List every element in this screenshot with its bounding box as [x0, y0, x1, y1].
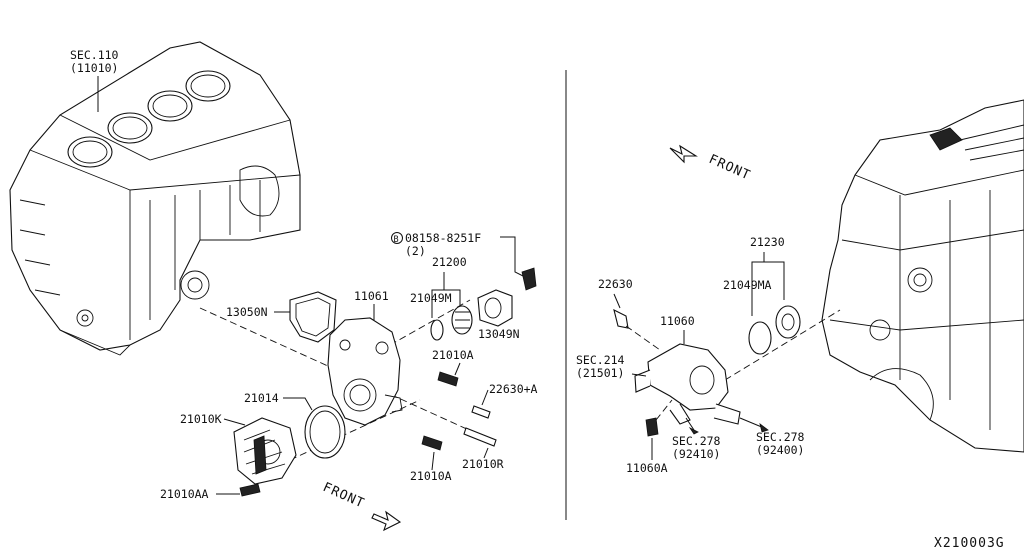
label-13049n: 13049N	[478, 327, 520, 341]
label-21010aa: 21010AA	[160, 487, 209, 501]
label-sec214-ref: (21501)	[576, 366, 624, 380]
bolt-21010a-top	[437, 371, 459, 387]
housing-11060	[634, 343, 741, 425]
sec110-ref-label: (11010)	[70, 61, 118, 75]
label-11060a: 11060A	[626, 461, 668, 475]
housing-11061	[327, 317, 403, 426]
front-arrow-icon	[371, 510, 402, 532]
label-bolt-code: 08158-8251F	[405, 231, 481, 245]
engine-block-drawing	[9, 41, 301, 356]
bolt-08158	[521, 267, 537, 291]
label-sec278a-ref: (92410)	[672, 447, 720, 461]
front-label-left: FRONT	[320, 480, 366, 512]
diagram-code: X210003G	[934, 536, 1005, 551]
label-21200: 21200	[432, 255, 467, 269]
sensor-22630a	[471, 405, 491, 419]
label-sec278b-ref: (92400)	[756, 443, 804, 457]
front-label-right: FRONT	[706, 152, 752, 184]
label-22630: 22630	[598, 277, 633, 291]
front-arrow-icon-right	[669, 144, 698, 164]
bolt-21010aa	[239, 483, 261, 497]
sec110-label: SEC.110	[70, 48, 119, 62]
assembly-line-thermostat	[389, 299, 471, 346]
thermostat-21200	[451, 305, 473, 335]
label-21010k: 21010K	[180, 412, 222, 426]
label-bolt-qty: (2)	[405, 244, 426, 258]
label-21230: 21230	[750, 235, 785, 249]
bolt-11060a	[645, 417, 659, 437]
assembly-line-right	[724, 309, 841, 381]
engine-assembly-drawing	[821, 99, 1024, 453]
label-22630a: 22630+A	[489, 382, 538, 396]
sensor-22630	[613, 308, 629, 329]
assembly-line-main	[199, 307, 481, 436]
label-13050n: 13050N	[226, 305, 268, 319]
label-sec278b: SEC.278	[756, 430, 805, 444]
label-11060: 11060	[660, 314, 695, 328]
oring-21049m	[430, 319, 444, 341]
thermostat-21230	[775, 305, 801, 339]
label-21010a-bottom: 21010A	[410, 469, 452, 483]
label-21010r: 21010R	[462, 457, 504, 471]
bolt-21010r	[463, 427, 497, 447]
cover-13049n	[477, 289, 513, 327]
label-21049ma: 21049MA	[723, 278, 772, 292]
label-sec214: SEC.214	[576, 353, 625, 367]
label-11061: 11061	[354, 289, 389, 303]
label-21014: 21014	[244, 391, 279, 405]
gasket-21014	[304, 405, 346, 459]
label-sec278a: SEC.278	[672, 434, 721, 448]
water-pump-21010k	[233, 417, 297, 485]
label-21010a-top: 21010A	[432, 348, 474, 362]
label-21049m: 21049M	[410, 291, 452, 305]
oring-21049ma	[748, 321, 772, 355]
bolt-21010a-bottom	[421, 435, 443, 451]
bolt-marker-icon	[391, 232, 403, 244]
bolt-marker-letter: B	[394, 235, 399, 245]
